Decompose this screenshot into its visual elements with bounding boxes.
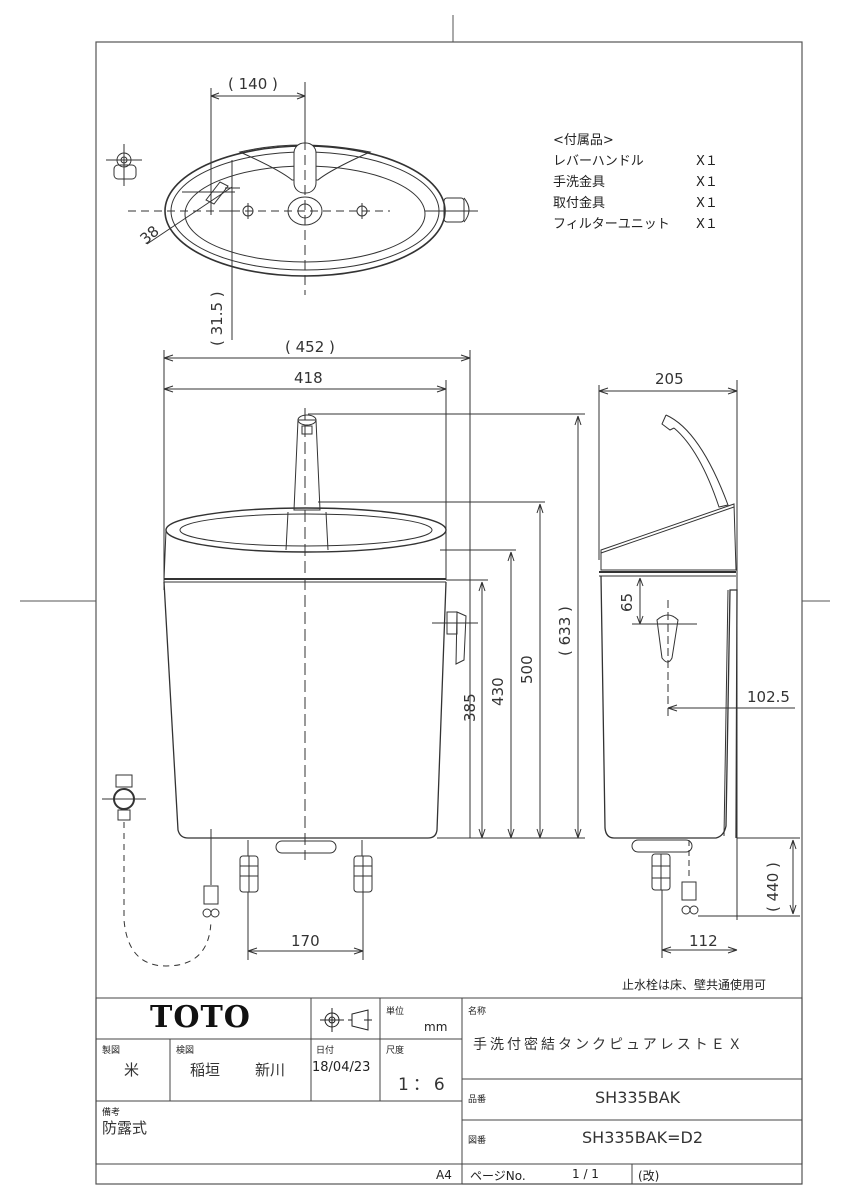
dim-170: 170 [291, 932, 320, 950]
installation-note: 止水栓は床、壁共通使用可 [622, 978, 767, 992]
drawing-frame [20, 15, 830, 1185]
scale-value: 1：6 [398, 1075, 449, 1095]
drawing-number: SH335BAK=D2 [582, 1128, 704, 1147]
unit-value: mm [424, 1020, 448, 1034]
connector-side-icon [651, 853, 671, 891]
dim-112: 112 [689, 932, 718, 950]
shutoff-valve-floor-icon [202, 885, 220, 918]
page-label: ページNo. [470, 1169, 526, 1183]
name-label: 名称 [468, 1007, 487, 1017]
scale-label: 尺度 [386, 1046, 405, 1056]
drawn-by: 米 [124, 1061, 140, 1079]
toto-logo: TOTO [150, 1000, 251, 1035]
paper-size: A4 [436, 1168, 452, 1182]
connector-right-icon [353, 840, 373, 893]
accessories-heading: <付属品> [553, 133, 614, 148]
top-view [106, 82, 478, 340]
dim-418: 418 [294, 369, 323, 387]
unit-label: 単位 [386, 1007, 405, 1017]
checked-label: 検図 [176, 1046, 195, 1056]
dim-205: 205 [655, 370, 684, 388]
part-number: SH335BAK [595, 1088, 681, 1107]
dim-65: 65 [618, 592, 636, 612]
date-label: 日付 [316, 1046, 335, 1056]
remarks-value: 防露式 [102, 1119, 148, 1137]
revision-label: (改) [638, 1169, 660, 1183]
dim-385: 385 [461, 693, 479, 722]
dim-430: 430 [489, 677, 507, 706]
dim-440: ( 440 ) [764, 862, 782, 912]
drawn-label: 製図 [102, 1046, 121, 1056]
checked-by-2: 新川 [255, 1061, 286, 1079]
remarks-label: 備考 [102, 1108, 121, 1118]
dim-500: 500 [518, 655, 536, 684]
dim-633: ( 633 ) [556, 606, 574, 656]
part-no-label: 品番 [468, 1095, 487, 1105]
page-value: 1 / 1 [572, 1167, 599, 1181]
dim-452: ( 452 ) [285, 338, 335, 356]
title-block-lines [95, 997, 803, 1185]
shutoff-valve-wall-icon [102, 774, 146, 821]
dim-102-5: 102.5 [747, 688, 790, 706]
dim-31-5: ( 31.5 ) [208, 291, 226, 346]
projection-symbol-icon [320, 1008, 372, 1032]
shutoff-valve-top-icon [106, 144, 142, 186]
shutoff-valve-side-icon [681, 881, 699, 915]
drawing-no-label: 図番 [468, 1136, 487, 1146]
dim-140: ( 140 ) [228, 75, 278, 93]
front-view [102, 350, 585, 967]
connector-left-icon [239, 840, 259, 893]
checked-by-1: 稲垣 [190, 1061, 221, 1079]
date-value: 18/04/23 [312, 1060, 371, 1075]
product-name: 手洗付密結タンクピュアレストＥＸ [473, 1037, 745, 1053]
side-view [598, 380, 800, 958]
